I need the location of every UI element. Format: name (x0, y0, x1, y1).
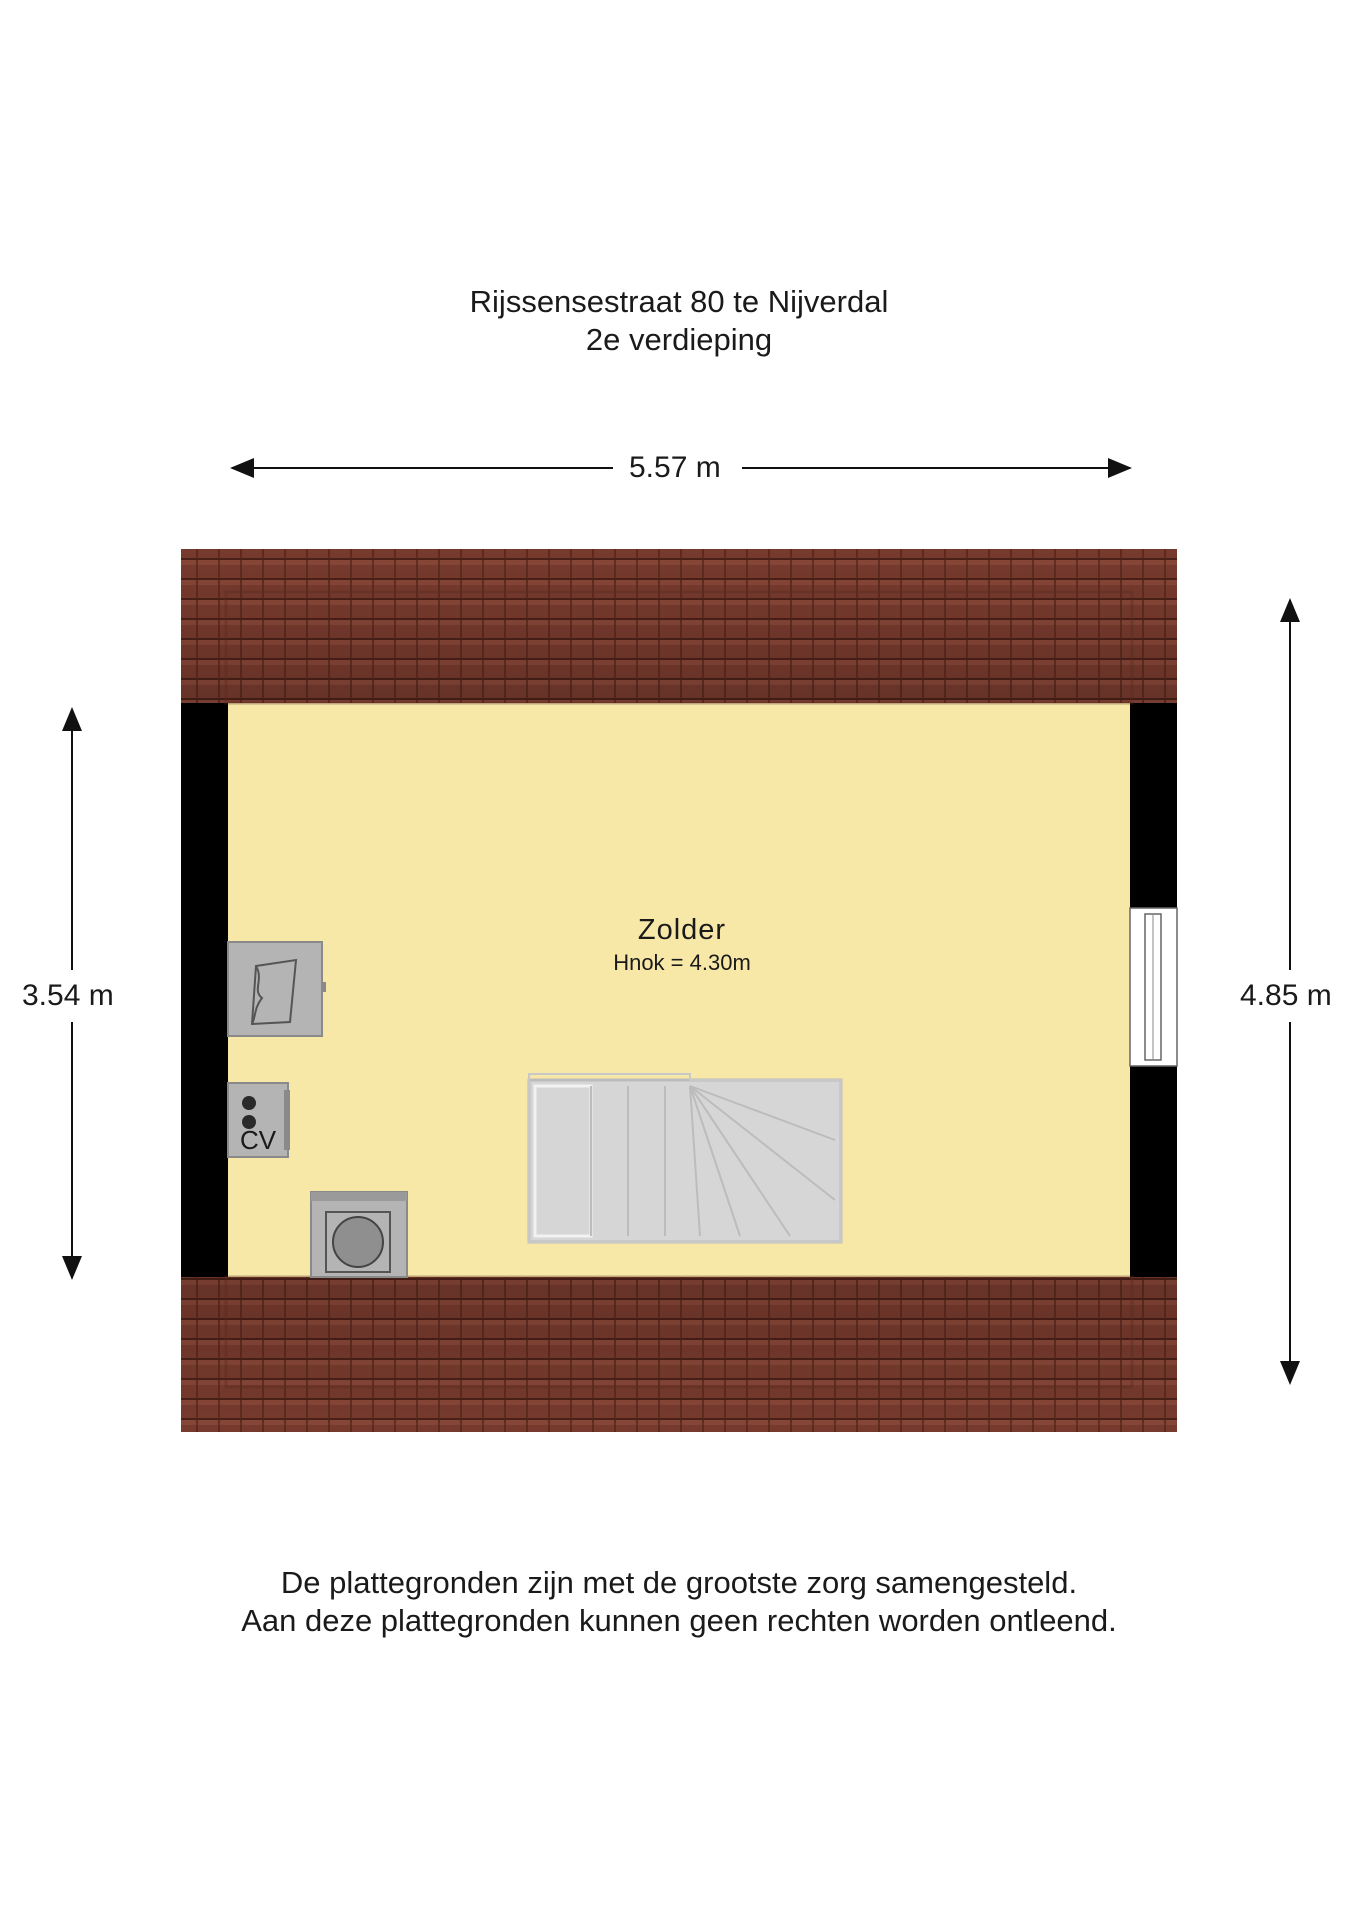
left-wall (181, 703, 228, 1277)
left-height-label: 3.54 m (14, 979, 122, 1013)
window (1129, 907, 1178, 1067)
roof-top (181, 549, 1177, 705)
width-dimension-label: 5.57 m (621, 451, 729, 485)
cv-boiler (227, 1082, 290, 1158)
staircase (527, 1073, 843, 1244)
right-wall-lower (1130, 1066, 1177, 1277)
room-name: Zolder (638, 914, 726, 946)
right-wall-upper (1130, 703, 1177, 908)
roof-bottom (181, 1275, 1177, 1432)
boiler-label: CV (240, 1125, 277, 1155)
disclaimer-line-2: Aan deze plattegronden kunnen geen recht… (241, 1603, 1117, 1638)
ridge-height: Hnok = 4.30m (613, 950, 751, 975)
dryer-fixture (227, 941, 326, 1037)
disclaimer-line-1: De plattegronden zijn met de grootste zo… (280, 1565, 1078, 1600)
washing-machine (310, 1191, 408, 1278)
floor-name: 2e verdieping (585, 322, 773, 357)
plan-address: Rijssensestraat 80 te Nijverdal (469, 284, 889, 319)
right-height-label: 4.85 m (1232, 979, 1340, 1013)
